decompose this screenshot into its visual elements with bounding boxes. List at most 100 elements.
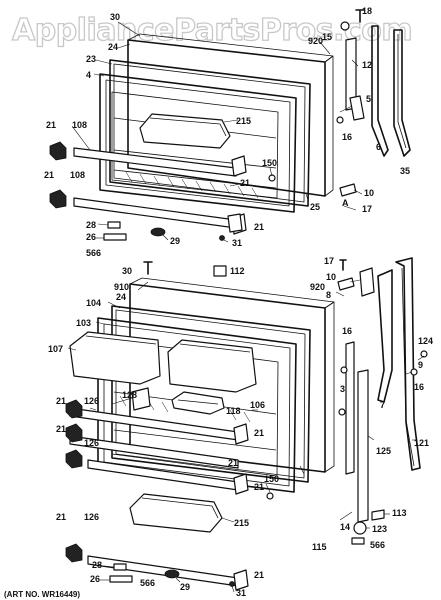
screw-9 xyxy=(410,368,418,376)
label-128: 128 xyxy=(122,390,137,400)
screw-31 xyxy=(219,235,225,241)
hinge-cover-10 xyxy=(339,183,357,197)
label-18: 18 xyxy=(362,6,372,16)
label-150-a: 150 xyxy=(262,158,277,168)
label-31-b: 31 xyxy=(236,588,246,598)
label-16-a: 16 xyxy=(342,132,352,142)
bushing-29-lower xyxy=(164,569,180,579)
label-10-b: 10 xyxy=(326,272,336,282)
label-30-b: 30 xyxy=(122,266,132,276)
label-17-a: 17 xyxy=(362,204,372,214)
screw-17-lower xyxy=(339,259,347,271)
label-26-b: 26 xyxy=(90,574,100,584)
butter-tray-118 xyxy=(171,391,225,415)
label-566-a: 566 xyxy=(86,248,101,258)
hinge-strip-3 xyxy=(345,341,355,475)
fresh-food-bin-215 xyxy=(129,493,223,533)
door-handle-6 xyxy=(371,25,389,157)
label-16-b: 16 xyxy=(342,326,352,336)
label-23: 23 xyxy=(86,54,96,64)
label-21-a: 21 xyxy=(46,120,56,130)
label-26-a: 26 xyxy=(86,232,96,242)
label-920-b: 920 xyxy=(310,282,325,292)
label-3: 3 xyxy=(340,384,345,394)
shelf-end-cap-left-2 xyxy=(49,189,67,209)
freezer-gasket xyxy=(109,59,311,207)
shelf-end-cap-left-3 xyxy=(65,399,83,419)
shelf-bar-126-b xyxy=(69,435,239,469)
label-115: 115 xyxy=(312,542,327,552)
screw-30-lower xyxy=(143,261,153,275)
dairy-door-107 xyxy=(69,331,161,385)
bearing-26-lower xyxy=(109,575,133,583)
label-107: 107 xyxy=(48,344,63,354)
label-126-a: 126 xyxy=(84,396,99,406)
shelf-end-cap-left-5 xyxy=(65,449,83,469)
label-30: 30 xyxy=(110,12,120,22)
screw-150-lower xyxy=(266,492,274,500)
label-920: 920 xyxy=(308,36,323,46)
label-21-d: 21 xyxy=(254,222,264,232)
label-126-c: 126 xyxy=(84,512,99,522)
label-10-a: 10 xyxy=(364,188,374,198)
bearing-26 xyxy=(103,233,127,241)
cover-128 xyxy=(131,387,151,411)
label-24: 24 xyxy=(108,42,118,52)
label-104: 104 xyxy=(86,298,101,308)
label-566-b: 566 xyxy=(370,540,385,550)
label-29-a: 29 xyxy=(170,236,180,246)
label-108-a: 108 xyxy=(72,120,87,130)
cap-113 xyxy=(371,509,385,521)
label-21-k: 21 xyxy=(254,570,264,580)
label-9: 9 xyxy=(418,360,423,370)
label-215-a: 215 xyxy=(236,116,251,126)
door-handle-121 xyxy=(395,257,421,471)
screw-16-lower xyxy=(340,366,348,374)
label-4: 4 xyxy=(86,70,91,80)
label-21-f: 21 xyxy=(56,424,66,434)
hinge-cover-10-lower xyxy=(337,277,355,291)
label-566-c: 566 xyxy=(140,578,155,588)
label-910: 910 xyxy=(114,282,129,292)
shelf-end-cap-left-4 xyxy=(65,423,83,443)
screw-31-lower xyxy=(229,581,235,587)
label-123: 123 xyxy=(372,524,387,534)
label-118: 118 xyxy=(226,406,241,416)
dairy-door-109 xyxy=(167,339,257,393)
label-16-c: 16 xyxy=(414,382,424,392)
label-21-j: 21 xyxy=(56,512,66,522)
pin-28-lower xyxy=(113,563,127,571)
label-121: 121 xyxy=(414,438,429,448)
label-6: 6 xyxy=(376,142,381,152)
label-108-b: 108 xyxy=(70,170,85,180)
label-106: 106 xyxy=(250,400,265,410)
callout-labels: 18 30 24 920 15 23 12 4 5 6 35 21 108 21… xyxy=(44,6,433,598)
label-21-g: 21 xyxy=(254,428,264,438)
screw-30 xyxy=(340,21,350,31)
label-103: 103 xyxy=(76,318,91,328)
label-8: 8 xyxy=(326,290,331,300)
pin-28 xyxy=(107,221,121,229)
label-124: 124 xyxy=(418,336,433,346)
label-24-b: 24 xyxy=(116,292,126,302)
shelf-end-cap-left-6 xyxy=(65,543,83,563)
label-a-marker: A xyxy=(342,198,349,208)
plug-112 xyxy=(213,265,227,277)
label-15: 15 xyxy=(322,32,332,42)
label-21-b: 21 xyxy=(240,178,250,188)
label-21-c: 21 xyxy=(44,170,54,180)
freezer-door-assembly xyxy=(49,9,411,241)
screw-16 xyxy=(336,116,344,124)
label-126-b: 126 xyxy=(84,438,99,448)
label-14: 14 xyxy=(340,522,350,532)
freezer-bin xyxy=(139,113,231,149)
label-29-b: 29 xyxy=(180,582,190,592)
label-7: 7 xyxy=(380,400,385,410)
hinge-bracket-8 xyxy=(359,267,375,297)
label-125: 125 xyxy=(376,446,391,456)
art-number: (ART NO. WR16449) xyxy=(4,590,80,599)
label-21-e: 21 xyxy=(56,396,66,406)
label-113: 113 xyxy=(392,508,407,518)
hinge-bracket-5 xyxy=(349,95,365,121)
